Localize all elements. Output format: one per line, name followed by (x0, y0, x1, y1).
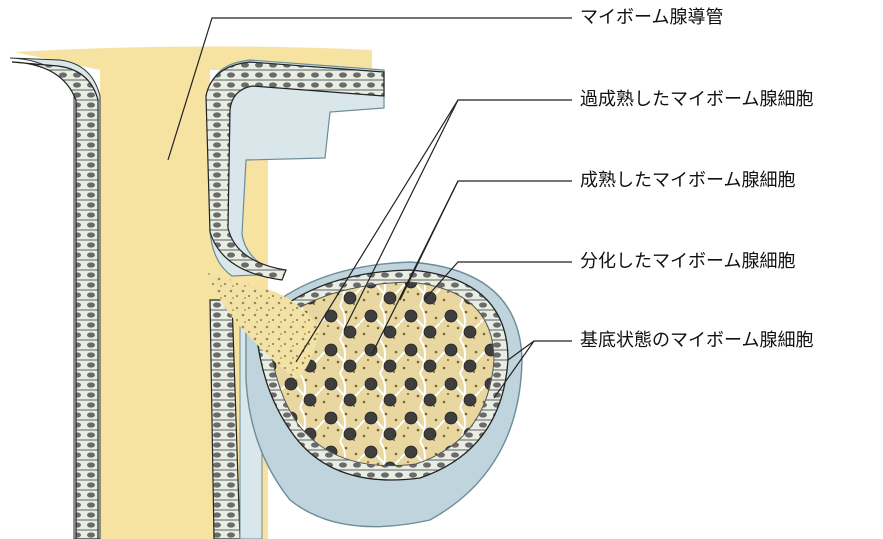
label-mature-cells: 成熟したマイボーム腺細胞 (580, 170, 795, 192)
label-differentiated-cells: 分化したマイボーム腺細胞 (580, 251, 795, 273)
duct-channel (100, 60, 210, 539)
label-overmature-cells: 過成熟したマイボーム腺細胞 (580, 89, 813, 111)
label-duct: マイボーム腺導管 (580, 7, 723, 29)
duct-epithelium-left (12, 62, 98, 539)
label-basal-cells: 基底状態のマイボーム腺細胞 (580, 330, 813, 352)
